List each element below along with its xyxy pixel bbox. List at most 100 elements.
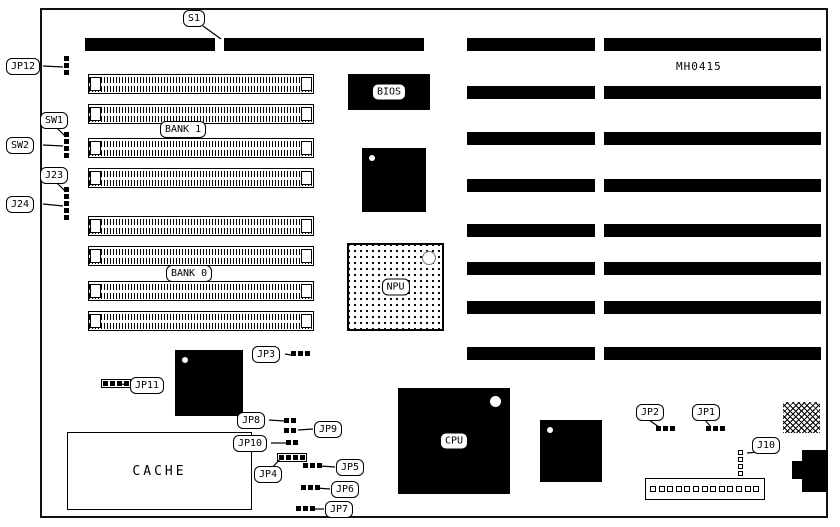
- callout-j10: J10: [752, 437, 781, 454]
- pin: [293, 440, 298, 445]
- switch-block-sw1-sw2: [64, 132, 69, 158]
- jumper-jp10: [286, 440, 298, 445]
- isa-slot: [467, 301, 595, 314]
- pin: [291, 428, 296, 433]
- cache-label: CACHE: [132, 463, 187, 479]
- simm-socket: [88, 74, 314, 94]
- pin: [110, 381, 115, 386]
- pin: [670, 426, 675, 431]
- callout-j24: J24: [6, 196, 35, 213]
- simm-socket: [88, 281, 314, 301]
- npu-socket: NPU: [347, 243, 444, 331]
- pin: [124, 381, 129, 386]
- part-number: MH0415: [676, 60, 722, 73]
- pin: [64, 187, 69, 192]
- din-connector-tab: [792, 461, 803, 479]
- simm-socket: [88, 246, 314, 266]
- pin: [64, 194, 69, 199]
- pin: [64, 146, 69, 151]
- cache-area: CACHE: [67, 432, 252, 510]
- isa-slot: [604, 38, 821, 51]
- callout-jp9: JP9: [314, 421, 343, 438]
- callout-jp2: JP2: [636, 404, 665, 421]
- pin: [744, 486, 751, 492]
- bios-label: BIOS: [371, 83, 407, 101]
- pin: [301, 485, 306, 490]
- callout-jp3: JP3: [252, 346, 281, 363]
- isa-slot: [467, 224, 595, 237]
- pin: [718, 486, 725, 492]
- jumper-jp11: [101, 379, 131, 388]
- callout-sw1: SW1: [40, 112, 69, 129]
- callout-jp7: JP7: [325, 501, 354, 518]
- pin: [291, 418, 296, 423]
- pin: [667, 486, 674, 492]
- pin: [692, 486, 699, 492]
- qfp-chip: [540, 420, 602, 482]
- pin: [293, 455, 298, 460]
- jumper-jp5: [303, 463, 322, 468]
- pin: [308, 485, 313, 490]
- din-connector: [802, 450, 828, 492]
- pin: [738, 450, 743, 455]
- pin: [300, 455, 305, 460]
- jumper-jp4: [277, 453, 307, 462]
- jumper-jp3: [291, 351, 310, 356]
- pin1-marker: [369, 155, 375, 161]
- isa-slot: [604, 262, 821, 275]
- pin: [650, 486, 656, 492]
- jumper-jp8: [284, 418, 296, 423]
- pin: [310, 506, 315, 511]
- pin: [317, 463, 322, 468]
- callout-sw2: SW2: [6, 137, 35, 154]
- pin1-marker: [422, 251, 436, 265]
- pin: [738, 471, 743, 476]
- textured-block: [783, 402, 820, 433]
- pin: [656, 426, 661, 431]
- pin: [727, 486, 734, 492]
- npu-label: NPU: [381, 278, 410, 296]
- isa-slot: [604, 179, 821, 192]
- jumper-jp7: [296, 506, 315, 511]
- top-slot-bar: [224, 38, 424, 51]
- isa-slot: [604, 86, 821, 99]
- qfp-chip: [175, 350, 243, 416]
- callout-jp4: JP4: [254, 466, 283, 483]
- simm-socket: [88, 216, 314, 236]
- isa-slot: [604, 224, 821, 237]
- pin: [64, 153, 69, 158]
- pin1-marker: [490, 396, 501, 407]
- pin-header-strip: [645, 478, 765, 500]
- pin: [720, 426, 725, 431]
- callout-jp10: JP10: [233, 435, 268, 452]
- isa-slot: [467, 179, 595, 192]
- callout-bank1: BANK 1: [160, 121, 207, 138]
- jumper-jp12: [64, 56, 69, 75]
- pin: [738, 464, 743, 469]
- pin: [117, 381, 122, 386]
- pin: [738, 457, 743, 462]
- simm-socket: [88, 311, 314, 331]
- jumper-jp6: [301, 485, 320, 490]
- bios-chip: BIOS: [348, 74, 430, 110]
- pin: [753, 486, 760, 492]
- isa-slot: [604, 132, 821, 145]
- simm-socket: [88, 138, 314, 158]
- pin: [291, 351, 296, 356]
- callout-jp12: JP12: [6, 58, 41, 75]
- pin: [103, 381, 108, 386]
- pin: [310, 463, 315, 468]
- jumper-jp1: [706, 426, 725, 431]
- callout-s1: S1: [183, 10, 206, 27]
- simm-socket: [88, 168, 314, 188]
- callout-jp8: JP8: [237, 412, 266, 429]
- pin: [675, 486, 682, 492]
- pin: [286, 440, 291, 445]
- isa-slot: [604, 347, 821, 360]
- pin: [64, 201, 69, 206]
- pin1-marker: [547, 427, 553, 433]
- pin: [286, 455, 291, 460]
- jumper-jp2: [656, 426, 675, 431]
- pin: [64, 63, 69, 68]
